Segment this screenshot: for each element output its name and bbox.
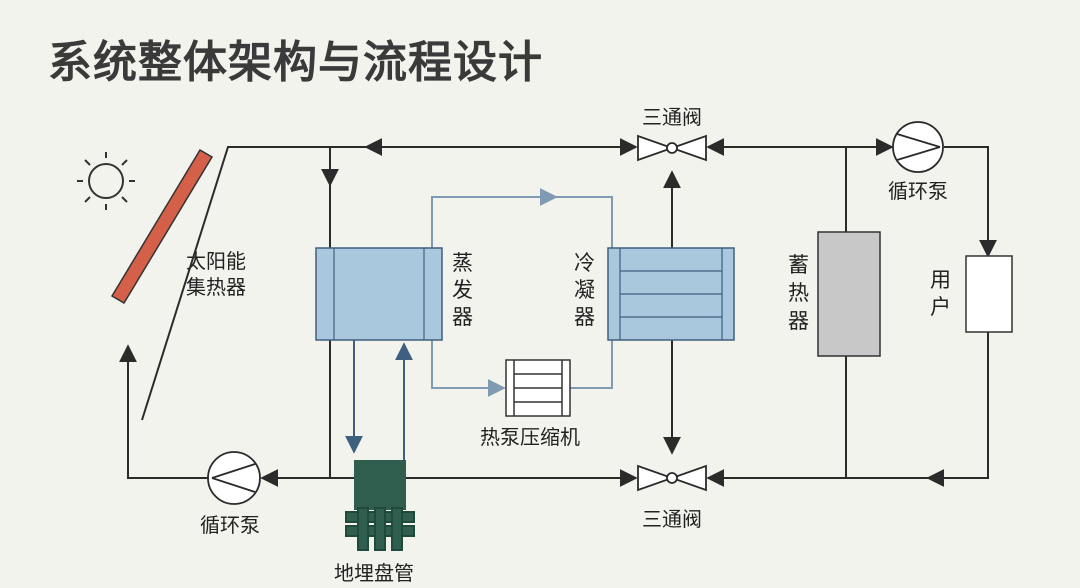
heat-storage-tank: [817, 231, 881, 357]
user-terminal: [965, 255, 1013, 333]
valve-bottom-label: 三通阀: [642, 507, 702, 531]
ground-coil: [345, 460, 415, 551]
heat-storage-label: 热: [788, 281, 809, 305]
condenser-label: 器: [574, 305, 595, 329]
pump-top-label: 循环泵: [888, 179, 948, 203]
evaporator: [315, 247, 443, 341]
sun-icon: [77, 152, 135, 210]
evaporator-label: 发: [452, 278, 473, 302]
ground-coil-label: 地埋盘管: [334, 561, 414, 585]
compressor-label: 热泵压缩机: [480, 425, 580, 449]
pump-icon: [892, 121, 944, 173]
pump-bottom-label: 循环泵: [200, 513, 260, 537]
evaporator-label: 蒸: [452, 251, 473, 275]
collector-outlet-pipe: [141, 146, 636, 421]
condenser-label: 凝: [574, 278, 595, 302]
heat-storage-label: 蓄: [788, 253, 809, 277]
heat-pump-loop-top: [431, 196, 613, 248]
condenser: [607, 247, 735, 341]
pump-to-user-pipe: [944, 146, 997, 258]
solar-collector-panel: [110, 148, 214, 305]
collector-return-pipe: [119, 344, 208, 479]
user-label: 户: [930, 295, 951, 319]
valve-top-label: 三通阀: [642, 105, 702, 129]
user-label: 用: [930, 268, 951, 292]
heat-storage-label: 器: [788, 309, 809, 333]
heat-pump-loop-bottom: [431, 340, 506, 397]
valve-icon: [637, 134, 707, 162]
compressor-outlet-loop: [570, 340, 613, 389]
valve-icon: [637, 464, 707, 492]
solar-collector-label: 集热器: [186, 275, 246, 299]
page-title: 系统整体架构与流程设计: [48, 37, 543, 88]
condenser-label: 冷: [574, 251, 595, 275]
user-return-pipe: [708, 332, 989, 479]
evaporator-label: 器: [452, 305, 473, 329]
pump-icon: [207, 451, 261, 505]
compressor: [505, 359, 571, 417]
solar-collector-label: 太阳能: [186, 249, 246, 273]
